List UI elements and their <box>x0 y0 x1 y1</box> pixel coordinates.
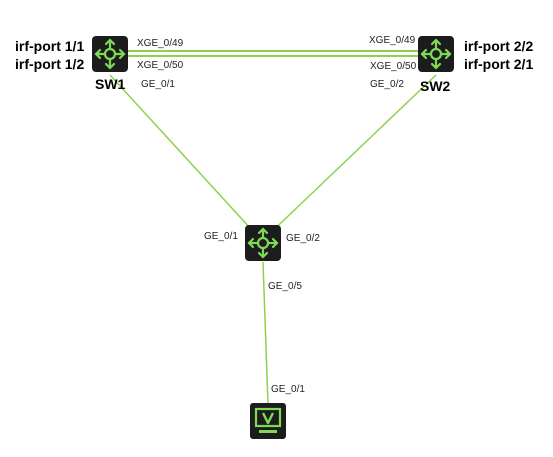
router-icon <box>94 38 126 70</box>
core-port-ge05: GE_0/5 <box>268 281 302 292</box>
switch-core[interactable] <box>245 225 281 261</box>
link-sw1-core <box>109 74 263 242</box>
sw2-port-xge50: XGE_0/50 <box>370 61 417 72</box>
link-sw2-core <box>261 74 437 242</box>
router-icon <box>247 227 279 259</box>
core-port-ge01: GE_0/1 <box>204 231 238 242</box>
router-icon <box>420 38 452 70</box>
switch-sw1[interactable] <box>92 36 128 72</box>
link-core-terminal <box>262 261 269 405</box>
terminal-device[interactable] <box>250 403 286 439</box>
core-port-ge02: GE_0/2 <box>286 233 320 244</box>
sw2-port-ge02: GE_0/2 <box>370 79 404 90</box>
sw2-irf-port-1: irf-port 2/2 <box>464 38 534 54</box>
sw1-irf-port-1: irf-port 1/1 <box>15 38 85 54</box>
monitor-icon <box>254 407 282 433</box>
sw1-irf-port-2: irf-port 1/2 <box>15 56 85 72</box>
sw1-name: SW1 <box>95 76 126 92</box>
sw2-name: SW2 <box>420 78 451 94</box>
terminal-port-ge01: GE_0/1 <box>271 384 305 395</box>
switch-sw2[interactable] <box>418 36 454 72</box>
sw1-port-ge01: GE_0/1 <box>141 79 175 90</box>
sw2-port-xge49: XGE_0/49 <box>369 35 416 46</box>
sw1-port-xge50: XGE_0/50 <box>137 60 184 71</box>
sw2-irf-port-2: irf-port 2/1 <box>464 56 534 72</box>
sw1-port-xge49: XGE_0/49 <box>137 38 184 49</box>
